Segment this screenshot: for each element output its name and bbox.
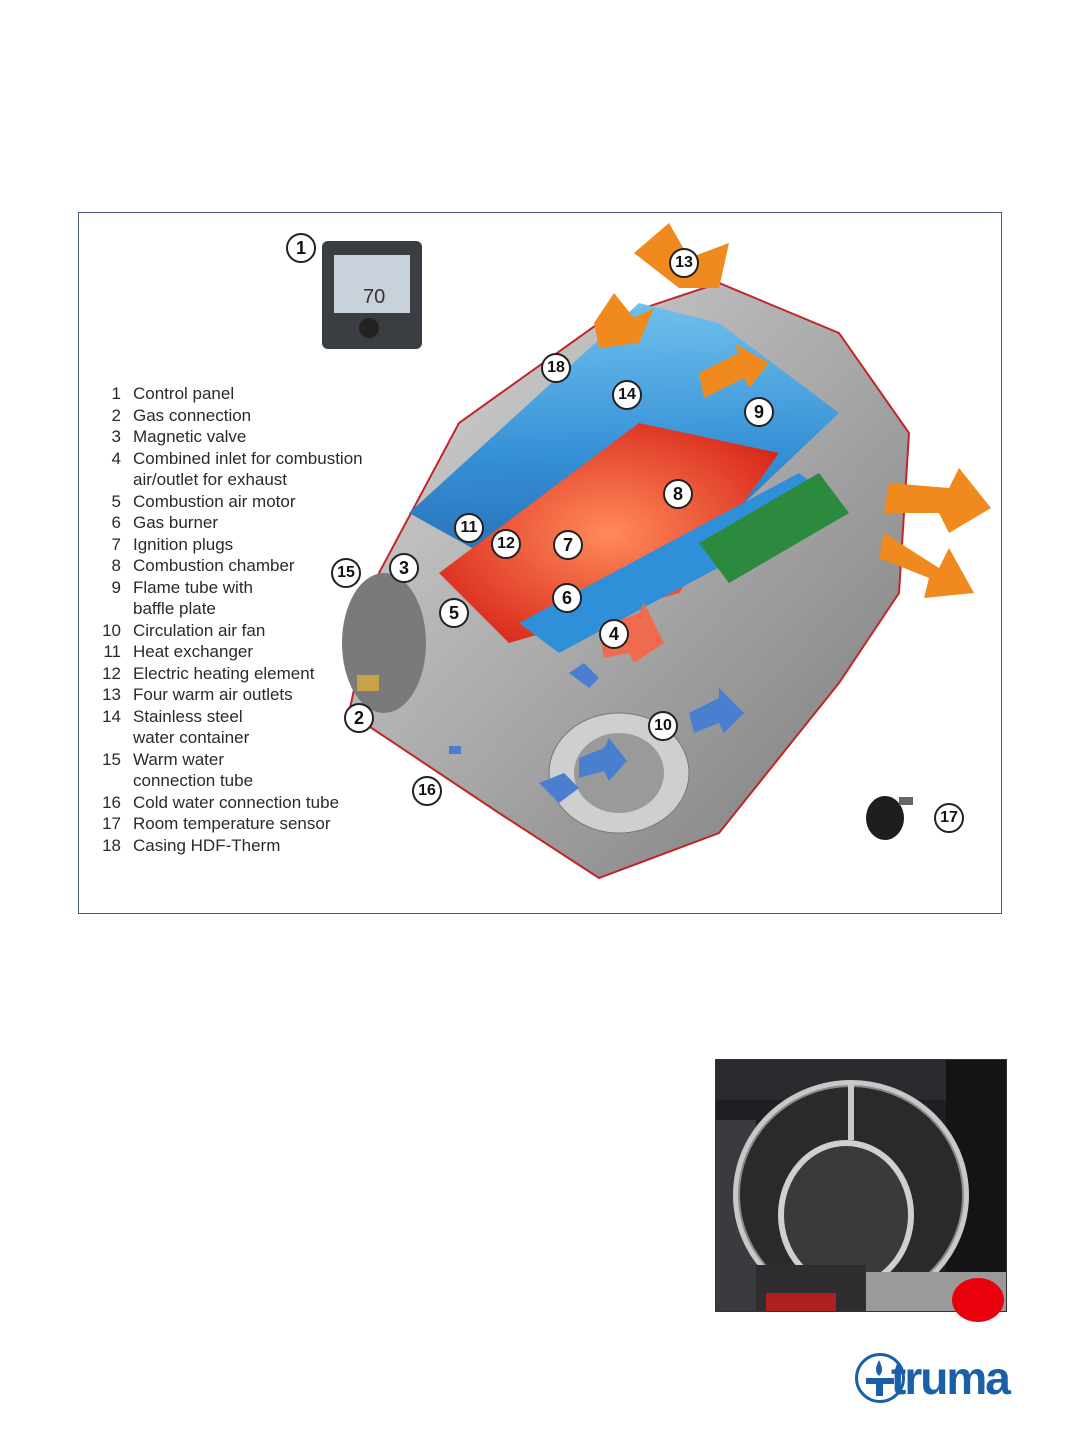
legend-item: 15 Warm water connection tube: [91, 749, 363, 792]
truma-logo-text: truma: [891, 1352, 1011, 1404]
heater-illustration: 70: [322, 223, 991, 880]
legend-label: Gas connection: [133, 405, 252, 425]
callout-16: 16: [412, 776, 442, 806]
legend-number: 15: [102, 749, 121, 769]
legend-item: 14 Stainless steel water container: [91, 706, 363, 749]
legend-label: Casing HDF-Therm: [133, 835, 281, 855]
callout-3: 3: [389, 553, 419, 583]
legend-item: 17 Room temperature sensor: [91, 813, 363, 835]
legend-item: 13 Four warm air outlets: [91, 684, 363, 706]
legend-item: 1 Control panel: [91, 383, 363, 405]
legend-item: 2 Gas connection: [91, 405, 363, 427]
callout-8: 8: [663, 479, 693, 509]
callout-7: 7: [553, 530, 583, 560]
red-marker: [952, 1278, 1004, 1322]
room-sensor: [866, 796, 913, 840]
flue-outlet-image: [716, 1060, 1006, 1311]
cold-water-fitting: [449, 746, 461, 754]
legend-number: 14: [102, 706, 121, 726]
legend-item: 3 Magnetic valve: [91, 426, 363, 448]
callout-14: 14: [612, 380, 642, 410]
legend-label: Heat exchanger: [133, 642, 254, 661]
gas-fitting: [357, 675, 379, 691]
callout-2: 2: [344, 703, 374, 733]
legend-number: 5: [111, 491, 121, 511]
legend-item: 6 Gas burner: [91, 512, 363, 534]
legend-item: 10 Circulation air fan: [91, 620, 363, 642]
legend-label: Stainless steel water container: [133, 706, 250, 748]
callout-4: 4: [599, 619, 629, 649]
legend-item: 8 Combustion chamber: [91, 555, 363, 577]
legend-item: 11 Heat exchanger: [91, 641, 363, 663]
legend-label: Magnetic valve: [133, 427, 247, 446]
callout-10: 10: [648, 711, 678, 741]
legend-label: Combustion chamber: [133, 556, 295, 575]
legend-number: 12: [102, 663, 121, 683]
callout-15: 15: [331, 558, 361, 588]
warm-air-arrows: [594, 223, 991, 598]
legend-number: 9: [111, 577, 121, 597]
callout-6: 6: [552, 583, 582, 613]
legend-number: 10: [102, 620, 121, 640]
legend-number: 17: [102, 814, 121, 833]
legend-number: 1: [111, 384, 121, 403]
callout-18: 18: [541, 353, 571, 383]
legend-label: Circulation air fan: [133, 620, 266, 640]
legend-item: 16 Cold water connection tube: [91, 792, 363, 814]
legend-label: Electric heating element: [133, 663, 315, 683]
legend-item: 4 Combined inlet for combustion air/outle…: [91, 448, 363, 491]
legend-label: Control panel: [133, 384, 235, 403]
callout-12: 12: [491, 529, 521, 559]
legend-number: 4: [111, 448, 121, 468]
legend-label: Four warm air outlets: [133, 685, 293, 704]
component-legend: 1 Control panel 2 Gas connection 3 Magnetic v…: [91, 383, 363, 856]
legend-number: 13: [102, 685, 121, 704]
legend-label: Ignition plugs: [133, 534, 234, 554]
legend-item: 18 Casing HDF-Therm: [91, 835, 363, 857]
legend-label: Warm water connection tube: [133, 749, 254, 791]
legend-label: Flame tube with baffle plate: [133, 577, 253, 619]
callout-11: 11: [454, 513, 484, 543]
legend-label: Combustion air motor: [133, 491, 296, 511]
diagram-panel: 70: [78, 212, 1002, 914]
legend-item: 12 Electric heating element: [91, 663, 363, 685]
legend-number: 7: [111, 534, 121, 554]
legend-item: 9 Flame tube with baffle plate: [91, 577, 363, 620]
truma-logo-mark: [855, 1353, 905, 1403]
legend-item: 5 Combustion air motor: [91, 491, 363, 513]
legend-number: 11: [103, 642, 121, 661]
legend-label: Room temperature sensor: [133, 814, 331, 833]
legend-item: 7 Ignition plugs: [91, 534, 363, 556]
callout-5: 5: [439, 598, 469, 628]
callout-1: 1: [286, 233, 316, 263]
legend-label: Gas burner: [133, 513, 219, 532]
legend-number: 16: [102, 792, 121, 812]
legend-label: Cold water connection tube: [133, 792, 340, 812]
callout-13: 13: [669, 248, 699, 278]
control-panel-device: 70: [322, 241, 422, 349]
legend-number: 18: [102, 835, 121, 855]
truma-logo: truma: [855, 1350, 1011, 1406]
control-panel-readout: 70: [363, 286, 385, 308]
legend-number: 3: [111, 427, 121, 446]
legend-number: 6: [111, 513, 121, 532]
legend-number: 2: [111, 405, 121, 425]
callout-9: 9: [744, 397, 774, 427]
intake-air-arrows: [539, 663, 744, 803]
legend-number: 8: [111, 556, 121, 575]
callout-17: 17: [934, 803, 964, 833]
flue-outlet-photo: [715, 1059, 1007, 1312]
legend-label: Combined inlet for combustion air/outlet…: [133, 448, 363, 490]
